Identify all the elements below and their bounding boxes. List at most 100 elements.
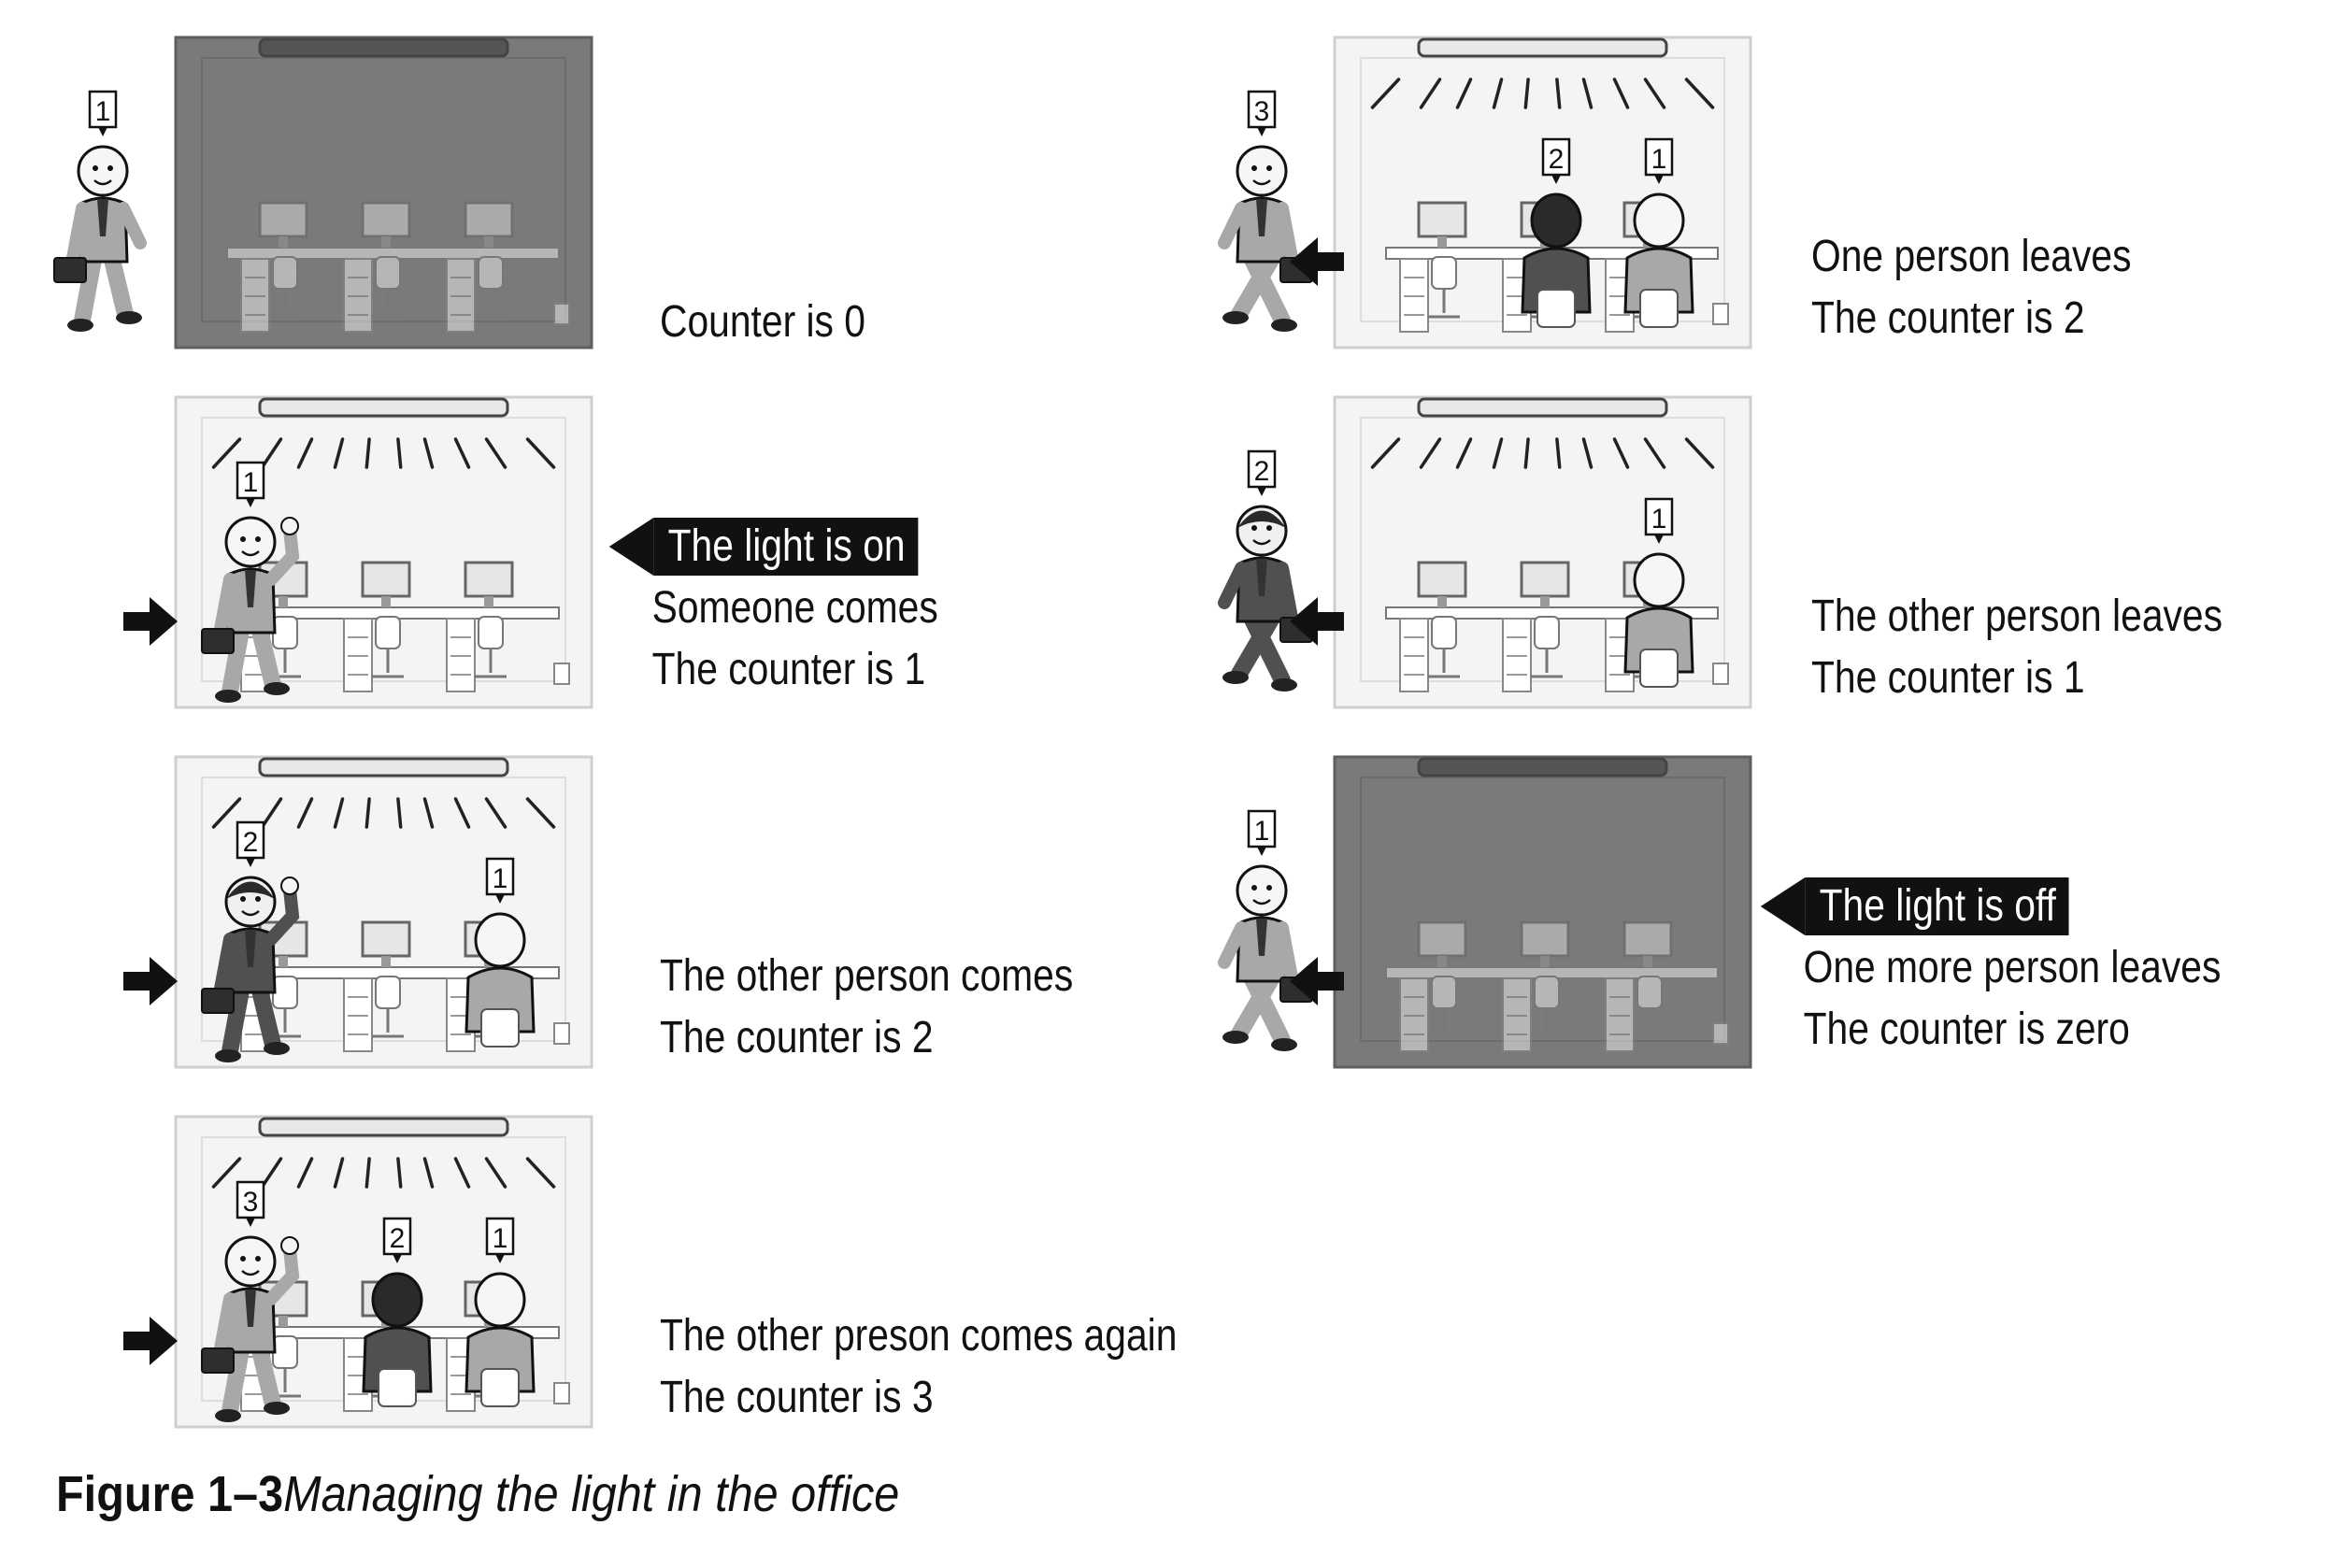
number-tag: 2 [236,820,265,867]
monitor-icon [361,201,411,238]
raised-arm [264,883,300,946]
monitor-icon [361,561,411,598]
number-label: 1 [493,1223,508,1254]
tie [245,570,256,607]
smile [93,179,112,186]
chair-back [378,1368,417,1407]
arrow-left-icon [1290,957,1344,1005]
shoe [1222,1031,1249,1044]
ceiling-lamp [258,397,509,418]
arrow-left-icon [1290,237,1344,286]
legs [74,251,134,329]
hand [280,1236,299,1255]
head [371,1272,423,1328]
smile [241,1270,260,1276]
shoe [215,690,241,703]
ceiling-lamp [258,1117,509,1137]
shoe [264,1402,290,1415]
hand [280,877,299,895]
chair-icon [375,616,401,649]
tie [1256,919,1267,956]
number-tag: 3 [1247,90,1277,136]
eye [93,165,98,171]
shoe [1271,1038,1297,1051]
monitor-icon [1622,920,1673,958]
ceiling-lamp [258,757,509,777]
drawer-unit [343,258,373,333]
light-rays [211,437,556,469]
caption-right-1: One person leaves The counter is 2 [1811,226,2131,349]
caption-line: The other person leaves [1811,592,2223,641]
smile [241,910,260,917]
head [1633,192,1685,249]
scene-svg: 12 [1218,395,1752,709]
trash-bin-icon [553,1382,570,1404]
monitor-icon [464,561,514,598]
smile [241,550,260,557]
walking-person: 1 [201,461,300,703]
shoe [1271,319,1297,332]
seated-person: 1 [465,1217,536,1407]
chair-icon [478,256,504,290]
eye [240,536,246,542]
hair [1237,510,1286,528]
seated-person: 1 [465,857,536,1048]
chair-icon [375,976,401,1009]
arrow-right-icon [123,597,178,646]
arm [214,1292,236,1355]
room-wall [174,36,593,349]
ceiling-lamp [1417,757,1668,777]
light-rays [1370,437,1715,469]
seated-person: 2 [362,1217,433,1407]
shoe [1222,671,1249,684]
number-label: 1 [1254,816,1270,847]
legs [1231,971,1291,1048]
scene-illustration: 1 [1196,748,1757,1075]
number-label: 2 [243,827,259,858]
briefcase-icon [201,988,235,1014]
eye [107,165,113,171]
caption-line: The counter is zero [1803,1005,2130,1054]
chair-back [1639,649,1679,688]
number-label: 2 [1254,456,1270,487]
number-tag: 1 [1644,497,1674,544]
arm [1218,202,1248,249]
caption-left-1: Counter is 0 [660,292,865,353]
head [1633,552,1685,608]
eye [1266,165,1272,171]
monitor-icon [258,201,308,238]
eye [1251,885,1257,891]
arm [1276,562,1298,624]
briefcase-icon [201,628,235,654]
office-room [1333,755,1752,1069]
shoe [215,1409,241,1422]
walking-person: 1 [53,90,147,332]
walking-person: 3 [1218,90,1313,332]
arm [1218,562,1248,609]
smile [1252,179,1271,186]
number-label: 1 [1651,144,1667,175]
arm [214,933,236,995]
legs [1231,251,1291,329]
arm [66,202,89,264]
number-label: 2 [390,1223,406,1254]
number-label: 3 [1254,96,1270,127]
light-rays [1370,78,1715,109]
number-tag: 2 [382,1217,412,1263]
drawer-unit [1502,618,1532,692]
monitor-icon [464,201,514,238]
shoe [116,311,142,324]
scene-illustration: 1 [37,388,598,715]
smile [1252,899,1271,905]
eye [240,1256,246,1262]
shoe [264,682,290,695]
trash-bin-icon [553,1022,570,1045]
chair-icon [1534,976,1560,1009]
shoe [215,1049,241,1062]
chair-icon [478,616,504,649]
